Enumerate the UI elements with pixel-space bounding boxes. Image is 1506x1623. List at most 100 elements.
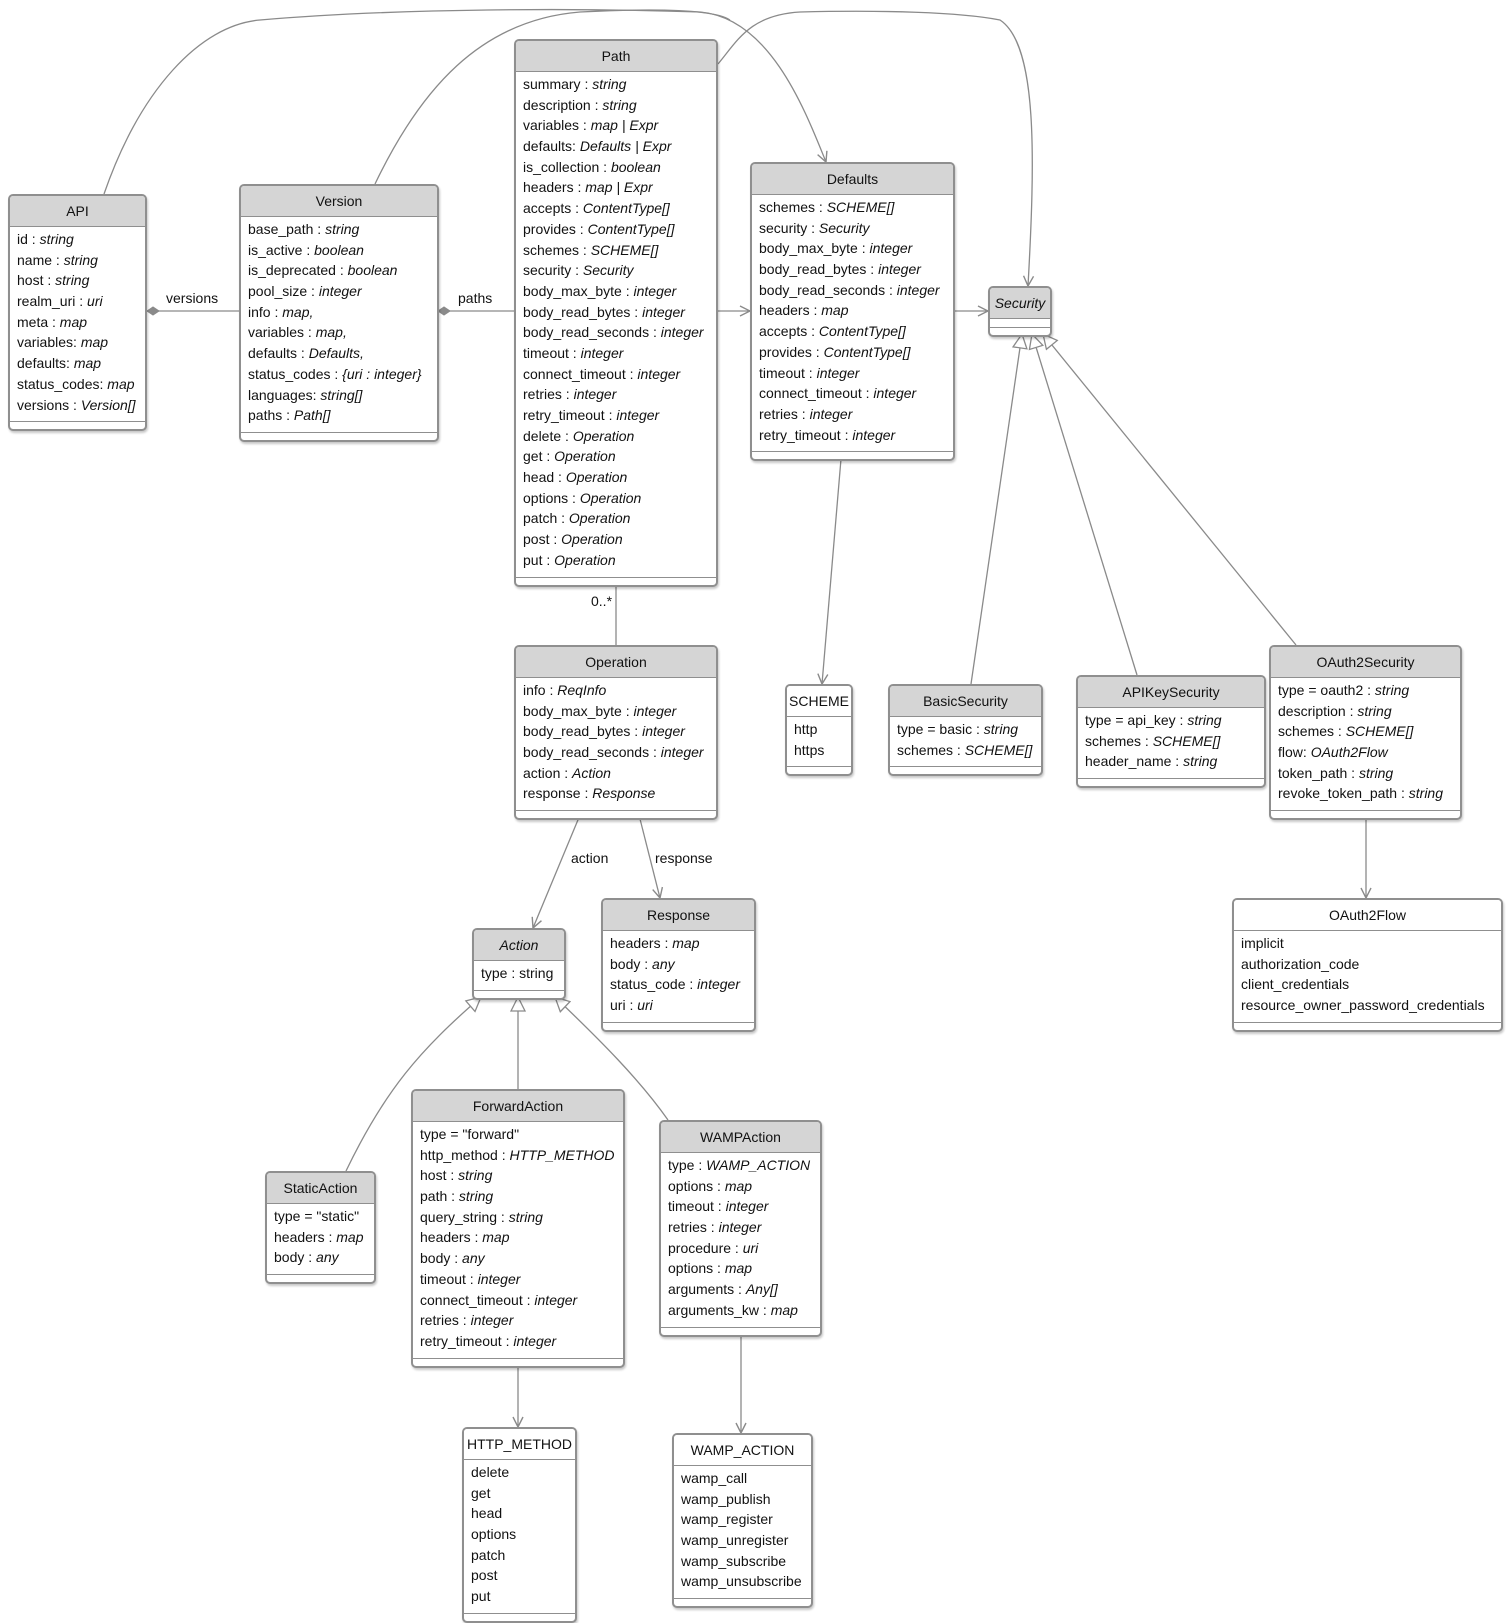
- attribute-name: response :: [523, 785, 593, 802]
- attribute-row: header_name : string: [1085, 751, 1264, 772]
- attribute-name: put: [471, 1588, 491, 1605]
- attribute-row: connect_timeout : integer: [523, 364, 716, 385]
- attribute-type: string: [1357, 702, 1392, 719]
- attribute-name: body_read_bytes :: [759, 261, 879, 278]
- attribute-row: options : Operation: [523, 488, 716, 509]
- attribute-row: info : map,: [248, 302, 437, 323]
- attribute-name: summary :: [523, 76, 593, 92]
- class-methods: [890, 767, 1041, 774]
- attribute-type: string: [1374, 682, 1410, 698]
- paths-edge-label: paths: [458, 290, 493, 306]
- attribute-name: authorization_code: [1241, 955, 1360, 972]
- attribute-row: retries : integer: [759, 404, 953, 425]
- attribute-row: body : any: [274, 1247, 374, 1268]
- attribute-row: description : string: [1278, 701, 1460, 722]
- attribute-type: Operation: [554, 448, 616, 465]
- attribute-name: retry_timeout :: [759, 426, 853, 443]
- attribute-row: realm_uri : uri: [17, 291, 145, 312]
- attribute-row: description : string: [523, 95, 716, 116]
- attribute-type: any: [462, 1250, 485, 1267]
- attribute-type: integer: [896, 281, 940, 298]
- attribute-row: token_path : string: [1278, 763, 1460, 784]
- staticaction-inherits-action: [345, 997, 481, 1172]
- attribute-name: arguments :: [668, 1281, 746, 1298]
- attribute-type: integer: [816, 364, 860, 381]
- attribute-name: retries :: [759, 405, 810, 422]
- attribute-row: info : ReqInfo: [523, 680, 716, 701]
- attribute-name: status_codes:: [17, 375, 108, 392]
- attribute-row: get: [471, 1483, 575, 1504]
- class-title: ForwardAction: [413, 1091, 623, 1122]
- operation-response-arrow: [638, 814, 660, 898]
- attribute-row: variables : map,: [248, 322, 437, 343]
- attribute-type: Operation: [554, 551, 616, 568]
- attribute-name: retries :: [668, 1219, 719, 1236]
- attribute-name: body_read_seconds :: [523, 744, 661, 761]
- attribute-row: path : string: [420, 1186, 623, 1207]
- class-methods: [674, 1599, 811, 1606]
- attribute-row: defaults: Defaults | Expr: [523, 136, 716, 157]
- class-methods: [241, 433, 437, 440]
- attribute-row: patch: [471, 1545, 575, 1566]
- attribute-type: uri: [637, 997, 653, 1014]
- attribute-type: integer: [873, 385, 917, 402]
- attribute-name: token_path :: [1278, 764, 1359, 781]
- attribute-row: body : any: [420, 1248, 623, 1269]
- attribute-name: connect_timeout :: [523, 365, 638, 382]
- attribute-row: host : string: [17, 270, 145, 291]
- class-methods: [1271, 811, 1460, 818]
- attribute-name: action :: [523, 764, 573, 781]
- class-title: WAMP_ACTION: [674, 1435, 811, 1466]
- attribute-name: accepts :: [523, 200, 583, 217]
- attribute-row: languages: string[]: [248, 385, 437, 406]
- attribute-name: timeout :: [759, 364, 817, 381]
- attribute-name: body_max_byte :: [523, 702, 634, 719]
- attribute-type: {uri : integer}: [342, 365, 422, 382]
- attribute-type: integer: [477, 1270, 521, 1287]
- attribute-row: wamp_subscribe: [681, 1551, 811, 1572]
- attribute-name: http: [794, 721, 818, 737]
- attribute-type: map: [724, 1260, 753, 1277]
- attribute-name: schemes :: [1278, 723, 1346, 740]
- attribute-type: Response: [592, 785, 656, 802]
- apikeysecurity-inherits-security: [1032, 334, 1138, 676]
- attribute-name: body :: [420, 1250, 463, 1267]
- attribute-type: string[]: [320, 386, 363, 403]
- attribute-name: post: [471, 1567, 498, 1584]
- attribute-row: options : map: [668, 1258, 820, 1279]
- attribute-type: integer: [633, 282, 677, 299]
- attribute-type: map: [73, 355, 102, 372]
- attribute-row: action : Action: [523, 763, 716, 784]
- attribute-type: string: [458, 1167, 493, 1184]
- attribute-type: integer: [869, 240, 913, 257]
- attribute-row: is_deprecated : boolean: [248, 260, 437, 281]
- attribute-row: wamp_publish: [681, 1489, 811, 1510]
- operation-multiplicity-label: 0..*: [591, 593, 613, 609]
- attribute-row: schemes : SCHEME[]: [523, 240, 716, 261]
- attribute-row: pool_size : integer: [248, 281, 437, 302]
- attribute-name: variables :: [248, 324, 316, 341]
- attribute-type: Operation: [568, 510, 631, 527]
- attribute-type: Security: [818, 219, 870, 236]
- attribute-row: status_codes : {uri : integer}: [248, 364, 437, 385]
- attribute-name: type = api_key :: [1085, 712, 1188, 728]
- attribute-row: head: [471, 1503, 575, 1524]
- attribute-row: accepts : ContentType[]: [759, 321, 953, 342]
- attribute-name: revoke_token_path :: [1278, 785, 1409, 802]
- attribute-type: map: [770, 1301, 798, 1318]
- attribute-name: retry_timeout :: [523, 407, 617, 423]
- class-title: WAMPAction: [661, 1122, 820, 1153]
- attribute-name: path :: [420, 1188, 459, 1205]
- attribute-type: string: [325, 221, 360, 237]
- attribute-name: put :: [523, 551, 555, 568]
- attribute-row: headers : map | Expr: [523, 177, 716, 198]
